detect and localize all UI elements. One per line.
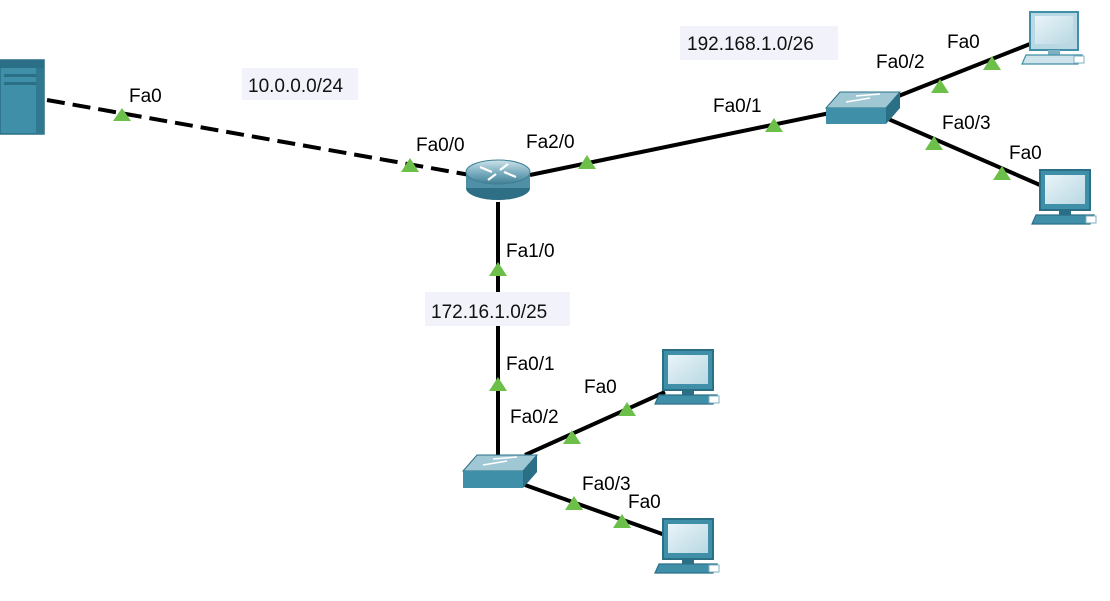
- pc-icon-1[interactable]: [1021, 11, 1085, 65]
- port-label-sw1-fa0-1: Fa0/1: [713, 96, 762, 117]
- link-switch-bottom-pc3[interactable]: [524, 390, 666, 457]
- port-label-sw2-fa0-3: Fa0/3: [582, 474, 631, 495]
- port-label-sw1-fa0-3: Fa0/3: [942, 113, 991, 134]
- links: [46, 42, 1041, 537]
- port-label-sw2-fa0-2: Fa0/2: [510, 407, 559, 428]
- link-switch-bottom-pc4[interactable]: [524, 483, 666, 537]
- port-indicator-server-fa0: [113, 108, 131, 121]
- network-label-172-text: 172.16.1.0/25: [431, 302, 547, 323]
- server-icon[interactable]: [0, 59, 45, 135]
- port-label-pc3-fa0: Fa0: [584, 377, 617, 398]
- port-indicator-pc4-fa0: [613, 514, 631, 528]
- port-indicator-pc3-fa0: [618, 402, 636, 416]
- link-switch-top-pc1[interactable]: [895, 42, 1031, 99]
- network-label-192-text: 192.168.1.0/26: [687, 34, 814, 55]
- port-label-pc4-fa0: Fa0: [628, 492, 661, 513]
- network-label-172: 172.16.1.0/25: [425, 292, 570, 326]
- port-labels: Fa0 Fa0/0 Fa2/0 Fa0/1 Fa0/2 Fa0 Fa0/3 Fa…: [129, 32, 1042, 513]
- port-label-pc2-fa0: Fa0: [1009, 143, 1042, 164]
- switch-icon-bottom[interactable]: [461, 454, 539, 488]
- port-indicator-sw1-fa0-1: [765, 118, 783, 132]
- router-icon[interactable]: [465, 159, 531, 200]
- port-label-router-fa0-0: Fa0/0: [416, 135, 465, 156]
- port-label-sw2-fa0-1: Fa0/1: [506, 354, 555, 375]
- pc-icon-3[interactable]: [654, 349, 720, 405]
- network-label-192: 192.168.1.0/26: [680, 26, 838, 60]
- pc-icon-2[interactable]: [1031, 169, 1097, 225]
- port-label-server-fa0: Fa0: [129, 86, 162, 107]
- link-server-router[interactable]: [46, 98, 471, 177]
- link-switch-top-pc2[interactable]: [885, 116, 1041, 187]
- network-label-10-text: 10.0.0.0/24: [248, 76, 344, 97]
- port-indicator-pc1-fa0: [983, 56, 1001, 70]
- network-label-10: 10.0.0.0/24: [242, 68, 358, 100]
- port-indicator-sw1-fa0-3: [925, 136, 943, 150]
- port-indicator-router-fa2-0: [578, 155, 596, 169]
- pc-icon-4[interactable]: [654, 518, 720, 574]
- port-label-router-fa2-0: Fa2/0: [526, 132, 575, 153]
- port-indicator-pc2-fa0: [993, 166, 1011, 180]
- port-indicators: [113, 56, 1011, 528]
- port-label-sw1-fa0-2: Fa0/2: [876, 52, 925, 73]
- switch-icon-top[interactable]: [824, 91, 902, 124]
- port-indicator-sw1-fa0-2: [931, 79, 949, 93]
- port-indicator-sw2-fa0-2: [563, 430, 581, 444]
- port-label-pc1-fa0: Fa0: [947, 32, 980, 53]
- port-indicator-router-fa0-0: [401, 158, 419, 172]
- port-indicator-sw2-fa0-1: [489, 377, 507, 391]
- port-label-router-fa1-0: Fa1/0: [506, 241, 555, 262]
- port-indicator-router-fa1-0: [489, 262, 507, 276]
- port-indicator-sw2-fa0-3: [565, 496, 583, 510]
- link-router-switch-top[interactable]: [529, 111, 831, 177]
